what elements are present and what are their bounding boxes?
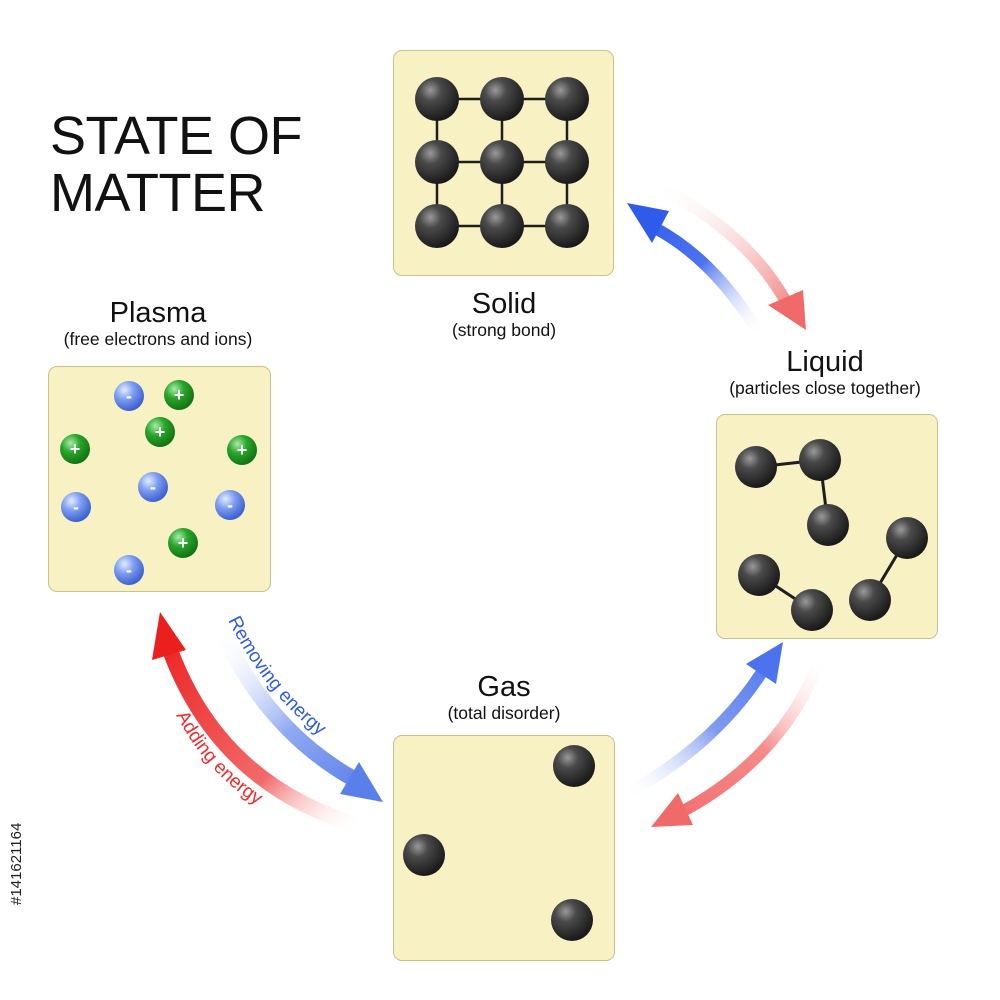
arrow-gas-to-plasma [152,612,363,834]
positive-ion-sign: + [174,385,185,405]
solid-description: (strong bond) [451,320,557,340]
electron: - [61,492,91,522]
solid-label: Solid (strong bond) [452,288,556,340]
liquid-label: Liquid (particles close together) [729,346,921,398]
arrow-solid-to-liquid [652,179,806,330]
positive-ion: + [164,380,194,410]
solid-particle [415,204,459,248]
positive-ion-sign: + [155,422,166,442]
electron: - [114,381,144,411]
plasma-particles: - + + + + - - - [60,380,257,585]
electron-sign: - [126,386,132,406]
arrow-plasma-to-gas [214,628,383,802]
gas-label: Gas (total disorder) [448,671,561,723]
plasma-name: Plasma [109,297,207,329]
gas-particles [403,745,595,941]
liquid-description: (particles close together) [729,378,921,398]
adding-energy-text: Adding energy [172,707,267,809]
gas-description: (total disorder) [447,703,561,723]
positive-ion-sign: + [237,440,248,460]
title-line-1: STATE OF [50,106,303,166]
gas-particle [403,834,445,876]
gas-particle [553,745,595,787]
solid-particle [545,77,589,121]
electron: - [114,555,144,585]
liquid-name: Liquid [786,346,864,378]
positive-ion: + [60,434,90,464]
solid-particle [480,204,524,248]
positive-ion-sign: + [178,533,189,553]
solid-particle [415,77,459,121]
electron-sign: - [150,477,156,497]
electron: - [215,490,245,520]
liquid-particle [849,579,891,621]
electron-sign: - [227,495,233,515]
liquid-particle [799,439,841,481]
solid-particle [415,140,459,184]
positive-ion: + [227,435,257,465]
electron-sign: - [73,497,79,517]
electron: - [138,472,168,502]
solid-particle [545,140,589,184]
liquid-particle [735,446,777,488]
plasma-label: Plasma (free electrons and ions) [64,297,253,349]
title-line-2: MATTER [50,163,265,223]
positive-ion: + [145,417,175,447]
solid-particle [480,77,524,121]
solid-particle [480,140,524,184]
electron-sign: - [126,560,132,580]
page-title: STATE OF MATTER [50,106,303,223]
liquid-particles [735,439,928,631]
solid-particles [415,77,589,248]
arrow-gas-to-liquid [622,642,783,801]
arrow-liquid-to-gas [651,652,828,827]
arrow-liquid-to-solid [627,203,766,339]
gas-particle [551,899,593,941]
gas-name: Gas [477,671,531,703]
stock-id-text: #141621164 [8,822,25,905]
positive-ion-sign: + [70,439,81,459]
plasma-description: (free electrons and ions) [63,329,253,349]
positive-ion: + [168,528,198,558]
stock-id-watermark: #141621164 [8,823,28,905]
liquid-particle [886,517,928,559]
adding-energy-label: Adding energy [172,707,267,809]
liquid-particle [807,504,849,546]
solid-name: Solid [471,288,537,320]
liquid-particle [791,589,833,631]
solid-particle [545,204,589,248]
liquid-particle [738,554,780,596]
